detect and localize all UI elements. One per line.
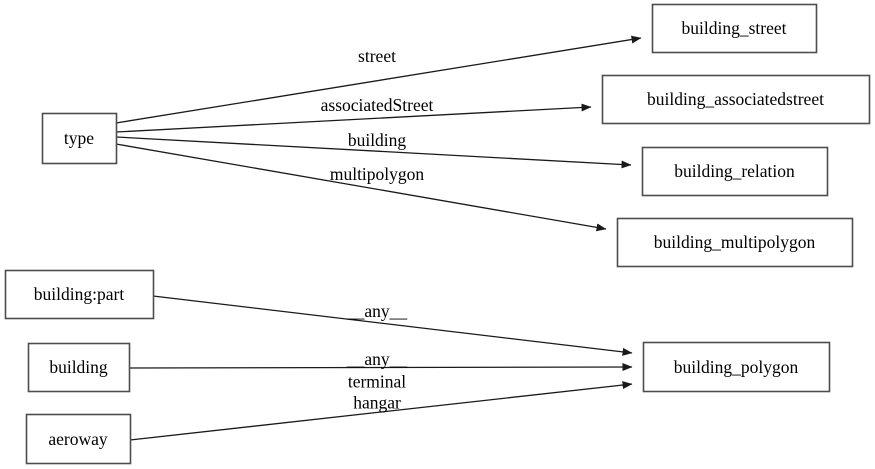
edge-building-to-building_polygon (128, 363, 633, 372)
node-box-type[interactable] (41, 112, 118, 165)
edge-type-to-building_associatedstreet (115, 103, 592, 133)
node-box-building_associatedstreet[interactable] (601, 74, 871, 125)
edge-type-to-building_street (115, 35, 642, 124)
edge-type-to-building_relation (115, 136, 632, 169)
node-layer (4, 3, 871, 465)
node-box-building_relation[interactable] (641, 146, 829, 197)
edge-aeroway-to-building_polygon (129, 381, 633, 441)
node-box-building_polygon[interactable] (642, 341, 831, 393)
node-box-aeroway[interactable] (25, 413, 132, 465)
node-box-building_multipolygon[interactable] (616, 217, 854, 268)
edge-layer (115, 35, 642, 441)
node-box-building_street[interactable] (651, 3, 818, 54)
edge-building_part-to-building_polygon (152, 295, 633, 356)
node-box-building_part[interactable] (4, 269, 155, 320)
edge-type-to-building_multipolygon (115, 143, 607, 232)
node-box-building[interactable] (27, 342, 131, 393)
